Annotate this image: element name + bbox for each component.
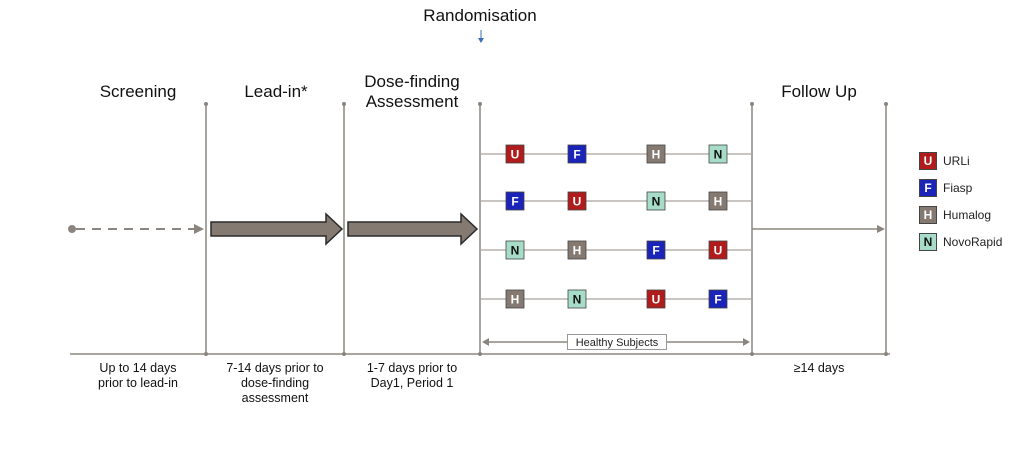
phase-title-screening: Screening [99,82,177,101]
dosefinding-block-arrow [347,212,479,246]
treatment-badge [567,144,587,164]
phase-note-screening: Up to 14 days prior to lead-in [98,361,178,390]
divider-cap [342,352,346,356]
legend-badge: U [919,152,937,170]
phase-title-followup: Follow Up [781,82,857,101]
treatment-badge-letter: U [573,195,582,209]
divider-cap [342,102,346,106]
divider-cap [884,352,888,356]
phase-note-dosefinding: 1-7 days prior to Day1, Period 1 [366,361,458,390]
legend-badge: F [919,179,937,197]
treatment-badge-letter: N [511,244,520,258]
treatment-badge-letter: U [511,148,520,162]
phase-title-dosefinding: Dose-finding Assessment [364,72,460,111]
treatment-badge-letter: F [714,293,721,307]
divider-cap [478,102,482,106]
treatment-badge [708,144,728,164]
phase-note-leadin: 7-14 days prior to dose-finding assessme… [226,361,324,405]
screening-arrowhead [194,224,204,234]
treatment-sequences: U F H N F U N H N H F U H N U F [480,144,752,309]
divider-cap [204,102,208,106]
divider-cap [478,352,482,356]
legend-label: Humalog [943,208,992,222]
phase-title-leadin: Lead-in* [244,82,308,101]
treatment-badge-letter: N [652,195,661,209]
treatment-badge [708,191,728,211]
divider-cap [750,352,754,356]
treatment-badge-letter: N [714,148,723,162]
treatment-badge-letter: H [573,244,582,258]
treatment-badge-letter: H [652,148,661,162]
treatment-badge-letter: F [511,195,518,209]
treatment-badge-letter: N [573,293,582,307]
screening-start-dot [68,225,76,233]
phase-note-followup: ≥14 days [793,361,845,375]
legend-badge: H [919,206,937,224]
treatment-badge [646,240,666,260]
treatment-badge [505,289,525,309]
healthy-subjects-label: Healthy Subjects [567,334,667,350]
treatment-badge [646,191,666,211]
treatment-badge [567,240,587,260]
divider-cap [884,102,888,106]
treatment-badge [708,240,728,260]
legend-label: NovoRapid [943,235,1003,249]
treatment-badge-letter: F [573,148,580,162]
treatment-badge-letter: H [714,195,723,209]
treatment-badge [646,144,666,164]
randomisation-label: Randomisation [423,6,537,25]
randomisation-arrowhead [478,38,484,43]
treatment-badge [708,289,728,309]
treatment-badge [505,191,525,211]
treatment-badge-letter: U [714,244,723,258]
divider-cap [750,102,754,106]
legend-label: URLi [943,154,970,168]
healthy-subjects-left-arrowhead [482,338,489,346]
treatment-badge [567,289,587,309]
followup-arrowhead [877,225,885,233]
legend-badge: N [919,233,937,251]
treatment-badge [505,240,525,260]
treatment-badge-letter: F [652,244,659,258]
treatment-badge [505,144,525,164]
treatment-badge [567,191,587,211]
treatment-badge-letter: H [511,293,520,307]
legend-label: Fiasp [943,181,973,195]
divider-cap [204,352,208,356]
leadin-block-arrow [210,212,344,246]
treatment-badge-letter: U [652,293,661,307]
healthy-subjects-right-arrowhead [743,338,750,346]
treatment-badge [646,289,666,309]
